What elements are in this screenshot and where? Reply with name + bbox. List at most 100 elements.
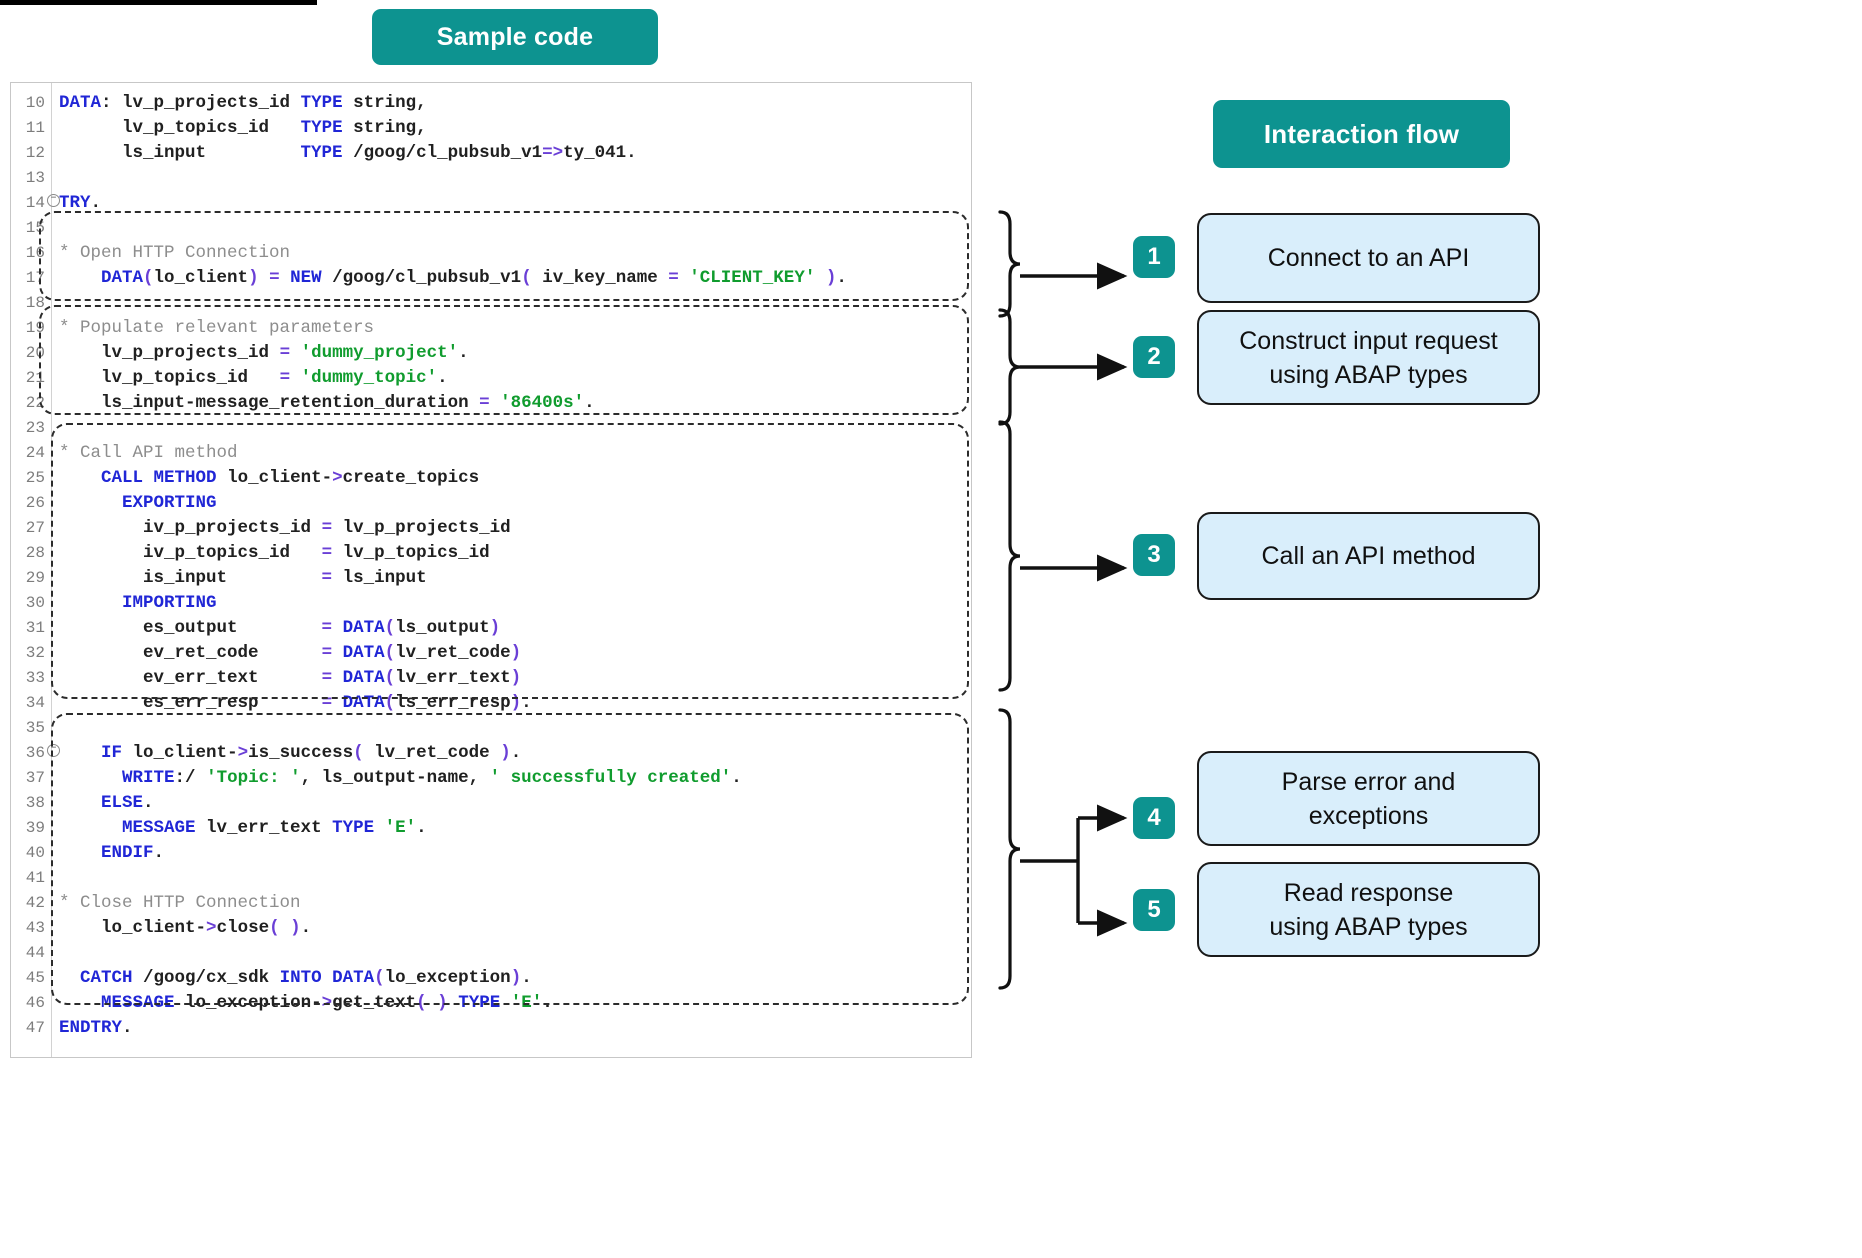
code-line-text: TRY. bbox=[59, 193, 102, 213]
line-number: 23 bbox=[25, 419, 45, 437]
code-line: 25 CALL METHOD lo_client->create_topics bbox=[11, 466, 971, 491]
code-line: 43 lo_client->close( ). bbox=[11, 916, 971, 941]
code-line: 16 * Open HTTP Connection bbox=[11, 241, 971, 266]
line-number: 19 bbox=[25, 319, 45, 337]
code-line-text: IF lo_client->is_success( lv_ret_code ). bbox=[101, 743, 522, 763]
top-black-bar bbox=[0, 0, 317, 5]
line-number: 12 bbox=[25, 144, 45, 162]
code-line: 22 ls_input-message_retention_duration =… bbox=[11, 391, 971, 416]
code-fold-toggle-icon[interactable] bbox=[47, 744, 60, 757]
code-line: 33 ev_err_text = DATA(lv_err_text) bbox=[11, 666, 971, 691]
code-line: 18 bbox=[11, 291, 971, 316]
code-line-text: IMPORTING bbox=[122, 593, 217, 613]
code-listing: 10 DATA: lv_p_projects_id TYPE string, 11 … bbox=[11, 91, 971, 1041]
line-number: 32 bbox=[25, 644, 45, 662]
code-line: 24* Call API method bbox=[11, 441, 971, 466]
sample-code-header: Sample code bbox=[372, 9, 658, 65]
code-line: 23 bbox=[11, 416, 971, 441]
line-number: 39 bbox=[25, 819, 45, 837]
code-line: 35 bbox=[11, 716, 971, 741]
step-badge-1: 1 bbox=[1133, 236, 1175, 278]
line-number: 15 bbox=[25, 219, 45, 237]
sample-code-panel: 10 DATA: lv_p_projects_id TYPE string, 11 … bbox=[10, 82, 972, 1058]
code-line-text: ls_input TYPE /goog/cl_pubsub_v1=>ty_041… bbox=[122, 143, 637, 163]
code-line: 39 MESSAGE lv_err_text TYPE 'E'. bbox=[11, 816, 971, 841]
code-line-text: CATCH /goog/cx_sdk INTO DATA(lo_exceptio… bbox=[80, 968, 532, 988]
line-number: 45 bbox=[25, 969, 45, 987]
code-line-text: lv_p_topics_id = 'dummy_topic'. bbox=[101, 368, 448, 388]
code-line-text: MESSAGE lv_err_text TYPE 'E'. bbox=[122, 818, 427, 838]
code-line: 26 EXPORTING bbox=[11, 491, 971, 516]
code-line-text: DATA: lv_p_projects_id TYPE string, bbox=[59, 93, 427, 113]
code-line: 19* Populate relevant parameters bbox=[11, 316, 971, 341]
line-number: 37 bbox=[25, 769, 45, 787]
code-line: 41 bbox=[11, 866, 971, 891]
code-line: 36 IF lo_client->is_success( lv_ret_code… bbox=[11, 741, 971, 766]
code-line-text: es_err_resp = DATA(ls_err_resp). bbox=[143, 693, 532, 713]
code-fold-toggle-icon[interactable] bbox=[47, 194, 60, 207]
code-line: 21 lv_p_topics_id = 'dummy_topic'. bbox=[11, 366, 971, 391]
code-line-text: ev_err_text = DATA(lv_err_text) bbox=[143, 668, 522, 688]
code-line: 13 bbox=[11, 166, 971, 191]
line-number: 18 bbox=[25, 294, 45, 312]
step-badge-2: 2 bbox=[1133, 336, 1175, 378]
code-line: 28 iv_p_topics_id = lv_p_topics_id bbox=[11, 541, 971, 566]
line-number: 43 bbox=[25, 919, 45, 937]
code-line-text: MESSAGE lo_exception->get_text( ) TYPE '… bbox=[101, 993, 553, 1013]
code-line-text: lv_p_projects_id = 'dummy_project'. bbox=[101, 343, 469, 363]
line-number: 28 bbox=[25, 544, 45, 562]
line-number: 40 bbox=[25, 844, 45, 862]
flow-box-1: Connect to an API bbox=[1197, 213, 1540, 303]
code-line: 14TRY. bbox=[11, 191, 971, 216]
code-line: 37 WRITE:/ 'Topic: ', ls_output-name, ' … bbox=[11, 766, 971, 791]
code-line: 45 CATCH /goog/cx_sdk INTO DATA(lo_excep… bbox=[11, 966, 971, 991]
line-number: 36 bbox=[25, 744, 45, 762]
code-line-text: lo_client->close( ). bbox=[101, 918, 312, 938]
line-number: 35 bbox=[25, 719, 45, 737]
line-number: 21 bbox=[25, 369, 45, 387]
code-line-text: ELSE. bbox=[101, 793, 154, 813]
code-line: 30 IMPORTING bbox=[11, 591, 971, 616]
line-number: 26 bbox=[25, 494, 45, 512]
code-line-text: EXPORTING bbox=[122, 493, 217, 513]
line-number: 33 bbox=[25, 669, 45, 687]
code-line-text: es_output = DATA(ls_output) bbox=[143, 618, 501, 638]
code-line-text: * Close HTTP Connection bbox=[59, 893, 301, 913]
line-number: 44 bbox=[25, 944, 45, 962]
line-number: 47 bbox=[25, 1019, 45, 1037]
code-line-text: WRITE:/ 'Topic: ', ls_output-name, ' suc… bbox=[122, 768, 742, 788]
step-badge-3: 3 bbox=[1133, 534, 1175, 576]
line-number: 38 bbox=[25, 794, 45, 812]
line-number: 27 bbox=[25, 519, 45, 537]
code-line: 31 es_output = DATA(ls_output) bbox=[11, 616, 971, 641]
code-line-text: iv_p_projects_id = lv_p_projects_id bbox=[143, 518, 511, 538]
code-line: 11 lv_p_topics_id TYPE string, bbox=[11, 116, 971, 141]
interaction-flow-header: Interaction flow bbox=[1213, 100, 1510, 168]
code-line-text: lv_p_topics_id TYPE string, bbox=[122, 118, 427, 138]
code-line-text: is_input = ls_input bbox=[143, 568, 427, 588]
code-line: 20 lv_p_projects_id = 'dummy_project'. bbox=[11, 341, 971, 366]
code-line: 46 MESSAGE lo_exception->get_text( ) TYP… bbox=[11, 991, 971, 1016]
line-number: 13 bbox=[25, 169, 45, 187]
code-line: 44 bbox=[11, 941, 971, 966]
line-number: 31 bbox=[25, 619, 45, 637]
code-line: 12 ls_input TYPE /goog/cl_pubsub_v1=>ty_… bbox=[11, 141, 971, 166]
code-line-text: CALL METHOD lo_client->create_topics bbox=[101, 468, 480, 488]
line-number: 16 bbox=[25, 244, 45, 262]
code-line-text: * Open HTTP Connection bbox=[59, 243, 291, 263]
line-number: 46 bbox=[25, 994, 45, 1012]
code-line: 34 es_err_resp = DATA(ls_err_resp). bbox=[11, 691, 971, 716]
code-line: 42* Close HTTP Connection bbox=[11, 891, 971, 916]
line-number: 11 bbox=[25, 119, 45, 137]
line-number: 25 bbox=[25, 469, 45, 487]
line-number: 10 bbox=[25, 94, 45, 112]
line-number: 22 bbox=[25, 394, 45, 412]
code-line-text: * Call API method bbox=[59, 443, 238, 463]
line-number: 17 bbox=[25, 269, 45, 287]
code-line: 29 is_input = ls_input bbox=[11, 566, 971, 591]
code-line: 27 iv_p_projects_id = lv_p_projects_id bbox=[11, 516, 971, 541]
